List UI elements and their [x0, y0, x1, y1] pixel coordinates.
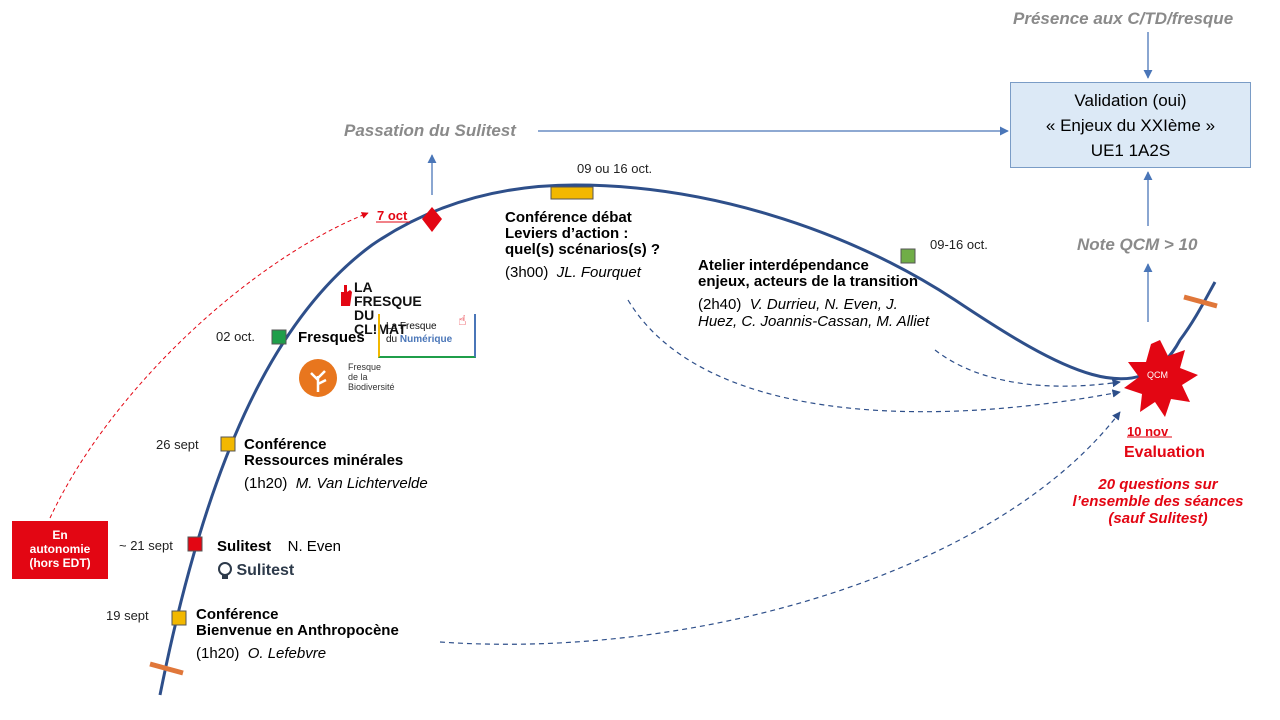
marker-7oct-diamond: [422, 207, 442, 232]
fresque-num-line2: du: [386, 334, 398, 345]
sulitest-logo-text: Sulitest: [236, 562, 295, 579]
event-ressources: Conférence Ressources minérales (1h20) M…: [244, 436, 428, 493]
event-title: Sulitest: [217, 538, 272, 555]
note-qcm-label: Note QCM > 10: [1077, 235, 1198, 254]
event-speakers: V. Durrieu, N. Even, J.: [749, 296, 898, 313]
marker-atelier: [900, 248, 916, 264]
start-tick: [149, 661, 184, 676]
event-subtitle: Ressources minérales: [244, 452, 404, 469]
event-subtitle: Bienvenue en Anthropocène: [196, 622, 399, 639]
qcm-desc-line3: (sauf Sulitest): [1108, 510, 1208, 527]
validation-box: Validation (oui) « Enjeux du XXIème » UE…: [1010, 82, 1251, 168]
event-title: Conférence: [196, 606, 279, 623]
event-title: Conférence débat: [505, 209, 632, 226]
qcm-star-label: QCM: [1147, 370, 1168, 380]
validation-line1: Validation (oui): [1074, 91, 1187, 110]
qcm-description: 20 questions sur l’ensemble des séances …: [1063, 476, 1253, 527]
qcm-desc-line2: l’ensemble des séances: [1072, 493, 1244, 510]
event-speaker: M. Van Lichtervelde: [295, 475, 428, 492]
fresque-num-line1: La Fresque: [386, 321, 437, 332]
date-19sept: 19 sept: [106, 608, 149, 623]
event-speaker: O. Lefebvre: [247, 645, 327, 662]
fresque-biodiversite-logo: Fresque de la Biodiversité: [298, 358, 395, 403]
fresque-num-line3: Numérique: [399, 334, 453, 345]
fresque-bio-line3: Biodiversité: [348, 382, 395, 392]
event-duration: (3h00): [505, 264, 549, 281]
event-fresques-title: Fresques: [298, 329, 365, 346]
end-tick: [1183, 294, 1218, 309]
event-debat: Conférence débat Leviers d’action : quel…: [505, 209, 661, 282]
autonomie-line2: autonomie: [29, 542, 91, 556]
qcm-date: 10 nov: [1127, 424, 1169, 439]
marker-sulitest: [187, 536, 203, 552]
marker-fresques: [271, 329, 287, 345]
event-title: Conférence: [244, 436, 327, 453]
qcm-star: [1124, 340, 1198, 417]
date-21sept: ~ 21 sept: [119, 538, 173, 553]
marker-debat: [550, 186, 594, 200]
sulitest-logo: Sulitest: [218, 562, 294, 580]
tree-icon: [299, 359, 337, 397]
event-subtitle: quel(s) scénarios(s) ?: [505, 241, 661, 258]
event-duration: (1h20): [196, 645, 240, 662]
dashed-arrow-debat: [627, 299, 1121, 413]
autonomie-box: En autonomie (hors EDT): [12, 521, 108, 579]
presence-label: Présence aux C/TD/fresque: [1013, 9, 1234, 28]
fresque-bio-line1: Fresque: [348, 362, 382, 372]
event-speaker: N. Even: [287, 538, 341, 555]
event-duration: (2h40): [698, 296, 742, 313]
hand-icon: [341, 285, 352, 306]
passation-label: Passation du Sulitest: [344, 121, 516, 140]
marker-ressources: [220, 436, 236, 452]
event-speaker: JL. Fourquet: [556, 264, 641, 281]
event-subtitle: Leviers d’action :: [505, 225, 629, 242]
dashed-arrow-atelier: [934, 349, 1121, 388]
event-duration: (1h20): [244, 475, 288, 492]
bulb-icon: [218, 562, 232, 579]
qcm-evaluation: Evaluation: [1124, 444, 1205, 461]
pointer-hand-icon: ☝: [458, 312, 467, 328]
event-atelier: Atelier interdépendance enjeux, acteurs …: [698, 257, 930, 331]
validation-line2: « Enjeux du XXIème »: [1045, 116, 1216, 135]
event-sulitest: Sulitest N. Even: [217, 538, 341, 556]
fresque-climat-line1: LA FRESQUE: [354, 279, 422, 309]
validation-line3: UE1 1A2S: [1090, 141, 1171, 160]
dashed-arrow-anthropocene: [439, 411, 1121, 645]
fresque-bio-line2: de la: [348, 372, 368, 382]
date-02oct: 02 oct.: [216, 329, 256, 344]
autonomie-line1: En: [52, 528, 68, 542]
marker-anthropocene: [171, 610, 187, 626]
event-anthropocene: Conférence Bienvenue en Anthropocène (1h…: [196, 606, 399, 663]
fresque-climat-line2: DU CL!MAT: [354, 307, 407, 337]
dashed-arrow-autonomie: [49, 212, 369, 519]
milestone-7oct: 7 oct: [377, 208, 408, 223]
autonomie-line3: (hors EDT): [29, 556, 91, 570]
date-26sept: 26 sept: [156, 437, 199, 452]
event-speakers: Huez, C. Joannis-Cassan, M. Alliet: [698, 313, 930, 330]
qcm-desc-line1: 20 questions sur: [1098, 476, 1218, 493]
date-debat: 09 ou 16 oct.: [577, 161, 653, 176]
date-atelier: 09-16 oct.: [930, 237, 988, 252]
event-subtitle: enjeux, acteurs de la transition: [698, 273, 919, 290]
event-title: Atelier interdépendance: [698, 257, 869, 274]
